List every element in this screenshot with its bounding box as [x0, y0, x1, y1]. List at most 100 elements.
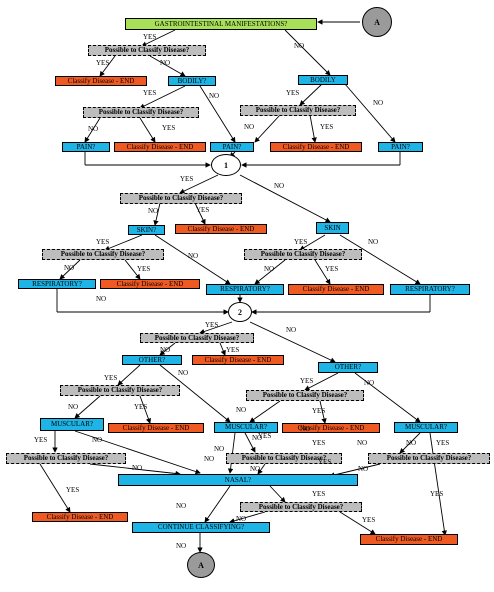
- pain-question-2: PAIN?: [210, 142, 254, 152]
- edge-label: NO: [252, 434, 263, 442]
- arrow: [124, 259, 141, 280]
- bodily-question-left: BODILY?: [168, 76, 216, 86]
- edge-label: NO: [300, 425, 311, 433]
- arrow: [159, 364, 231, 423]
- classify-check-4: Possible to Classify Disease?: [120, 193, 242, 204]
- edge-label: YES: [196, 206, 210, 214]
- arrow: [254, 114, 281, 143]
- arrow: [117, 364, 141, 386]
- edge-label: YES: [362, 516, 376, 524]
- classify-end-11: Classify Disease - END: [360, 534, 458, 545]
- arrow: [159, 342, 176, 356]
- continue-classifying-question: CONTINUE CLASSIFYING?: [132, 522, 270, 533]
- arrow: [229, 511, 266, 524]
- classify-end-5: Classify Disease - END: [100, 279, 200, 289]
- classify-check-12: Possible to Classify Disease?: [368, 453, 490, 464]
- edge-label: NO: [176, 502, 187, 510]
- arrow: [314, 259, 331, 285]
- edge-label: NO: [357, 439, 368, 447]
- arrow: [219, 342, 226, 356]
- arrow: [139, 85, 186, 109]
- edge-label: NO: [160, 59, 171, 67]
- edge-label: YES: [286, 89, 300, 97]
- edge-label: NO: [373, 99, 384, 107]
- classify-check-3: Possible to Classify Disease?: [240, 105, 356, 116]
- edge-label: YES: [34, 436, 48, 444]
- classify-check-6: Possible to Classify Disease?: [244, 249, 362, 260]
- edge-label: YES: [143, 89, 157, 97]
- classify-check-5: Possible to Classify Disease?: [42, 249, 164, 260]
- edge-label: NO: [176, 542, 187, 550]
- connector-a-bottom: A: [187, 552, 215, 578]
- edge-label: YES: [312, 407, 326, 415]
- edge-label: NO: [204, 455, 215, 463]
- arrow: [309, 114, 317, 143]
- edge-label: NO: [178, 369, 189, 377]
- classify-end-3: Classify Disease - END: [270, 142, 362, 152]
- arrow: [244, 432, 256, 453]
- edge-label: NO: [236, 406, 247, 414]
- arrow-group: [39, 19, 448, 553]
- classify-check-8: Possible to Classify Disease?: [60, 385, 180, 396]
- classify-end-4: Classify Disease - END: [175, 224, 267, 234]
- edge-label: NO: [274, 182, 285, 190]
- skin-right: SKIN: [316, 222, 349, 234]
- pain-question-3: PAIN?: [378, 142, 423, 152]
- connector-2: 2: [228, 302, 252, 322]
- arrow: [74, 395, 101, 419]
- arrow: [141, 29, 176, 47]
- arrow: [344, 83, 396, 143]
- classify-check-7: Possible to Classify Disease?: [140, 333, 254, 343]
- edge-label: YES: [205, 321, 219, 329]
- classify-check-9: Possible to Classify Disease?: [246, 390, 364, 401]
- edge-label: YES: [312, 439, 326, 447]
- edge-label: YES: [226, 346, 240, 354]
- classify-end-6: Classify Disease - END: [288, 284, 384, 295]
- edge-label: NO: [209, 92, 220, 100]
- respiratory-question-2: RESPIRATORY?: [206, 284, 284, 295]
- arrow: [249, 321, 336, 363]
- edge-label: NO: [368, 238, 379, 246]
- arrow: [104, 234, 143, 251]
- arrow: [354, 372, 421, 423]
- arrow: [84, 117, 101, 143]
- other-question-right: OTHER?: [318, 362, 378, 373]
- classify-end-8: Classify Disease - END: [108, 423, 204, 433]
- muscular-question-2: MUSCULAR?: [214, 422, 278, 433]
- edge-label: NO: [364, 379, 375, 387]
- arrow: [199, 321, 233, 335]
- skin-question-left: SKIN?: [128, 225, 165, 235]
- arrow: [59, 259, 81, 280]
- respiratory-question-3: RESPIRATORY?: [390, 284, 470, 295]
- edge-label: NO: [148, 207, 159, 215]
- edge-label: YES: [325, 265, 339, 273]
- muscular-question-1: MUSCULAR?: [40, 418, 104, 431]
- arrow: [74, 430, 201, 475]
- arrow: [319, 400, 327, 424]
- arrow: [249, 400, 281, 423]
- classify-end-7: Classify Disease - END: [192, 355, 284, 365]
- classify-end-10: Classify Disease - END: [32, 512, 128, 522]
- edge-label: YES: [318, 458, 332, 466]
- edge-label: NO: [250, 465, 261, 473]
- bodily-right: BODILY: [298, 75, 348, 85]
- arrow: [149, 55, 186, 77]
- edge-label: NO: [68, 403, 79, 411]
- edge-label: NO: [236, 515, 247, 523]
- edge-label: YES: [430, 490, 444, 498]
- arrow: [269, 485, 286, 503]
- edge-label: YES: [96, 59, 110, 67]
- edge-label: YES: [436, 439, 450, 447]
- classify-check-2: Possible to Classify Disease?: [83, 107, 199, 118]
- edge-label: NO: [358, 465, 369, 473]
- arrow: [89, 463, 181, 477]
- classify-check-10: Possible to Classify Disease?: [6, 453, 126, 464]
- arrow: [254, 259, 286, 285]
- edge-label: NO: [188, 252, 199, 260]
- connector-1: 1: [211, 154, 241, 176]
- edge-label: YES: [312, 490, 326, 498]
- edge-label: YES: [180, 175, 194, 183]
- arrow: [139, 395, 151, 424]
- arrow: [399, 432, 421, 454]
- gastrointestinal-question: GASTROINTESTINAL MANIFESTATIONS?: [125, 18, 317, 30]
